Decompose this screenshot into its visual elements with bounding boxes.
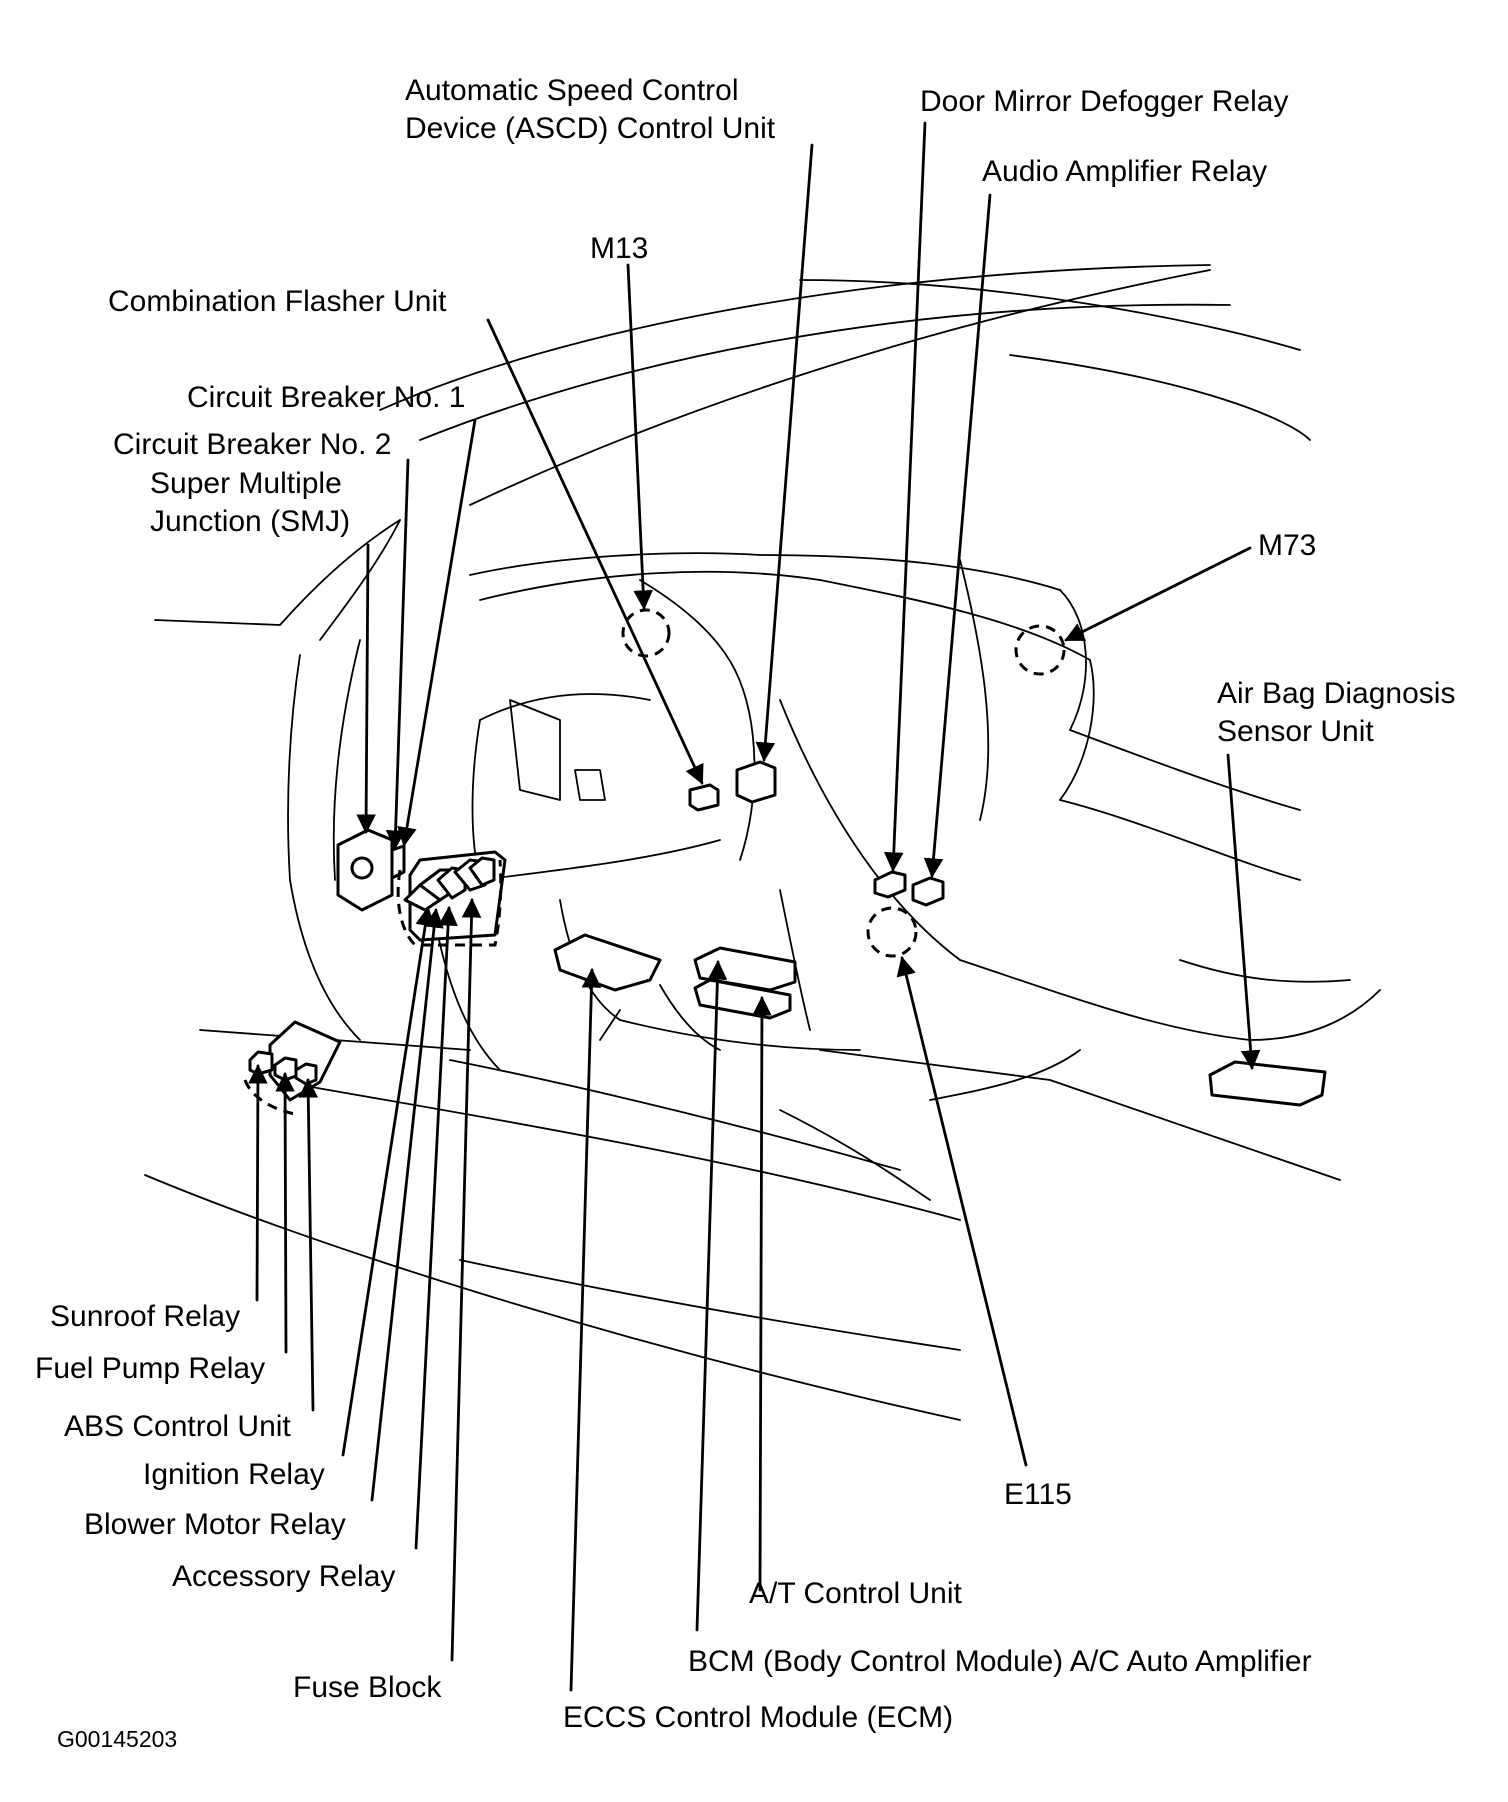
leader-e115 <box>896 956 1028 1467</box>
label-audio-amplifier-relay: Audio Amplifier Relay <box>982 155 1267 188</box>
labels: Automatic Speed Control Device (ASCD) Co… <box>35 74 1455 1752</box>
leader-m73 <box>1064 546 1252 642</box>
leader-eccs <box>569 968 602 1692</box>
leader-bcm <box>695 960 728 1632</box>
components <box>243 608 1327 1117</box>
leader-cb1 <box>397 418 477 847</box>
label-blower-motor-relay: Blower Motor Relay <box>84 1508 346 1541</box>
leader-blower-motor <box>370 908 444 1502</box>
label-at-control-unit: A/T Control Unit <box>749 1577 963 1610</box>
eccs-control-module-component <box>553 933 662 992</box>
leader-air-bag <box>1226 753 1261 1070</box>
leader-door-mirror <box>883 121 927 872</box>
m73-connector-circle <box>1014 624 1066 676</box>
label-ascd-line2: Device (ASCD) Control Unit <box>405 112 776 145</box>
fuse-block-component <box>396 850 507 947</box>
leader-ignition <box>341 906 435 1457</box>
label-bcm-ac-auto-amplifier: BCM (Body Control Module) A/C Auto Ampli… <box>688 1645 1312 1678</box>
air-bag-sensor-component <box>1208 1060 1327 1107</box>
label-ascd-line1: Automatic Speed Control <box>405 74 739 107</box>
label-m73: M73 <box>1258 529 1316 562</box>
label-circuit-breaker-1: Circuit Breaker No. 1 <box>187 381 465 414</box>
label-door-mirror-defogger-relay: Door Mirror Defogger Relay <box>920 85 1288 118</box>
e115-connector-circle <box>866 906 918 958</box>
label-combination-flasher-unit: Combination Flasher Unit <box>108 285 447 318</box>
vehicle-interior-outline <box>144 264 1381 1421</box>
leader-m13 <box>626 263 653 610</box>
m13-connector-circle <box>621 608 671 658</box>
label-air-bag-line2: Sensor Unit <box>1217 715 1374 748</box>
leader-lines <box>248 121 1261 1692</box>
audio-amplifier-relay-component <box>911 876 945 907</box>
label-fuse-block: Fuse Block <box>293 1671 442 1704</box>
leader-abs <box>298 1078 319 1412</box>
leader-accessory <box>414 906 458 1550</box>
label-circuit-breaker-2: Circuit Breaker No. 2 <box>113 428 391 461</box>
label-air-bag-line1: Air Bag Diagnosis <box>1217 677 1455 710</box>
label-eccs-control-module: ECCS Control Module (ECM) <box>563 1701 953 1734</box>
label-m13: M13 <box>590 232 648 265</box>
leader-cb2 <box>385 458 410 850</box>
label-sunroof-relay: Sunroof Relay <box>50 1300 240 1333</box>
ascd-control-unit-component <box>735 760 777 804</box>
leader-smj <box>356 543 376 834</box>
leader-fuse-block <box>450 898 482 1662</box>
leader-audio-amp <box>923 193 992 878</box>
label-abs-control-unit: ABS Control Unit <box>64 1410 291 1443</box>
label-smj-line2: Junction (SMJ) <box>150 505 350 538</box>
label-smj-line1: Super Multiple <box>150 467 342 500</box>
leader-ascd <box>755 143 814 762</box>
label-fuel-pump-relay: Fuel Pump Relay <box>35 1352 265 1385</box>
leader-flasher <box>486 318 704 785</box>
door-mirror-defogger-relay-component <box>873 870 907 899</box>
combination-flasher-component <box>688 783 720 812</box>
leader-sunroof <box>248 1064 268 1302</box>
label-figure-id: G00145203 <box>57 1726 177 1752</box>
label-e115: E115 <box>1004 1478 1072 1511</box>
label-ignition-relay: Ignition Relay <box>143 1458 325 1491</box>
label-accessory-relay: Accessory Relay <box>172 1560 395 1593</box>
leader-fuel-pump <box>275 1072 295 1354</box>
leader-at-control <box>752 996 772 1592</box>
